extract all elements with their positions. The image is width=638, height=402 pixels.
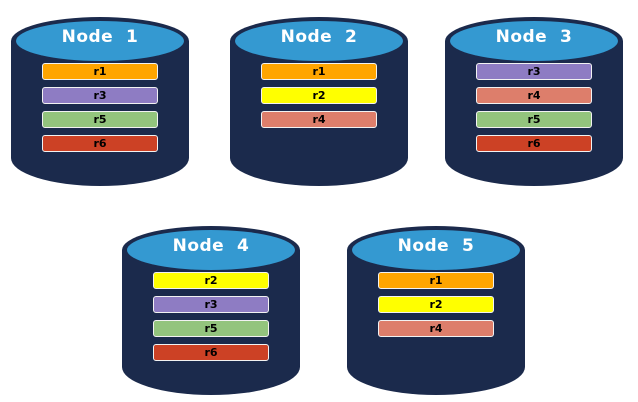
node-title: Node 3 [495, 27, 573, 47]
replica-list: r1 r3 r5 r6 [42, 63, 158, 152]
replica-bar-r5: r5 [476, 111, 592, 128]
replica-list: r1 r2 r4 [378, 272, 494, 337]
replica-bar-r4: r4 [378, 320, 494, 337]
node-title: Node 5 [397, 236, 475, 256]
replica-bar-r4: r4 [261, 111, 377, 128]
cylinder-top-ellipse [127, 230, 295, 270]
database-node-2: Node 2 r1 r2 r4 [230, 8, 408, 186]
replica-list: r1 r2 r4 [261, 63, 377, 128]
replica-bar-r2: r2 [153, 272, 269, 289]
replica-bar-r5: r5 [42, 111, 158, 128]
replica-bar-r6: r6 [42, 135, 158, 152]
replica-bar-r1: r1 [378, 272, 494, 289]
replica-bar-r3: r3 [42, 87, 158, 104]
cylinder-top-ellipse [16, 21, 184, 61]
cylinder-top-ellipse [352, 230, 520, 270]
replica-bar-r6: r6 [476, 135, 592, 152]
database-node-3: Node 3 r3 r4 r5 r6 [445, 8, 623, 186]
cylinder-top-ellipse [450, 21, 618, 61]
replica-bar-r3: r3 [476, 63, 592, 80]
replica-bar-r3: r3 [153, 296, 269, 313]
replica-list: r2 r3 r5 r6 [153, 272, 269, 361]
replica-bar-r1: r1 [261, 63, 377, 80]
cylinder-top-ellipse [235, 21, 403, 61]
database-node-5: Node 5 r1 r2 r4 [347, 217, 525, 395]
replica-bar-r1: r1 [42, 63, 158, 80]
node-title: Node 2 [280, 27, 358, 47]
node-title: Node 1 [61, 27, 139, 47]
node-title: Node 4 [172, 236, 250, 256]
replica-list: r3 r4 r5 r6 [476, 63, 592, 152]
database-node-1: Node 1 r1 r3 r5 r6 [11, 8, 189, 186]
replica-bar-r5: r5 [153, 320, 269, 337]
replica-bar-r2: r2 [378, 296, 494, 313]
replica-bar-r6: r6 [153, 344, 269, 361]
replica-bar-r2: r2 [261, 87, 377, 104]
replica-bar-r4: r4 [476, 87, 592, 104]
database-node-4: Node 4 r2 r3 r5 r6 [122, 217, 300, 395]
